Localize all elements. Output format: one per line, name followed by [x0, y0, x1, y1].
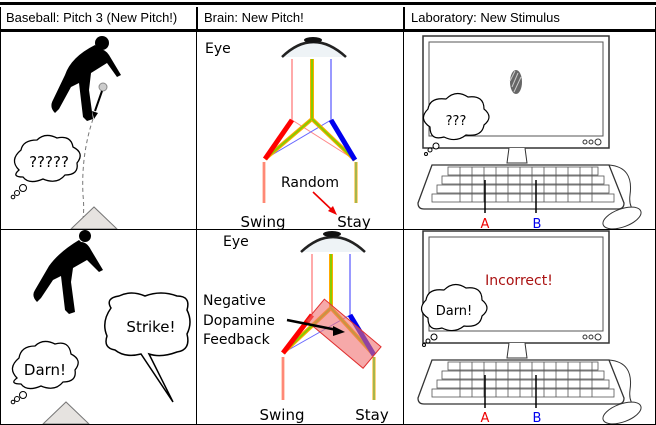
thought-text: Darn!: [24, 361, 66, 379]
baseball-icon: [98, 82, 108, 92]
eye-label: Eye: [205, 41, 231, 57]
keyboard-icon: [417, 359, 625, 405]
cell-baseball-strike: Darn! Strike!: [1, 230, 196, 424]
speech-text: Strike!: [126, 318, 175, 336]
pitch-arrowhead: [92, 111, 98, 119]
swing-pathway: [262, 118, 295, 161]
pitcher-silhouette-icon: [33, 230, 103, 314]
table-top-border: [0, 2, 656, 5]
random-arrowhead: [328, 206, 337, 215]
column-divider-1: [196, 7, 197, 425]
cell-lab-incorrect: Incorrect! A B: [404, 230, 655, 424]
column-divider-2: [403, 7, 404, 425]
thought-bubble: Darn!: [10, 340, 79, 405]
thought-bubble: Darn!: [420, 283, 488, 347]
feedback-label-line3: Feedback: [203, 332, 271, 348]
key-a-label: A: [481, 217, 490, 229]
header-baseball: Baseball: Pitch 3 (New Pitch!): [6, 10, 178, 25]
stay-label: Stay: [355, 406, 389, 424]
header-brain: Brain: New Pitch!: [197, 7, 404, 29]
thought-bubble: ?????: [10, 134, 81, 200]
random-arrow: [312, 191, 334, 212]
eye-icon: [300, 231, 366, 253]
cell-baseball-pitch: ?????: [1, 35, 196, 229]
pitcher-silhouette-icon: [51, 36, 121, 121]
feedback-label-line2: Dopamine: [203, 313, 275, 329]
home-plate-icon: [70, 206, 118, 229]
thought-bubble: ???: [422, 92, 490, 156]
feedback-label-line1: Negative: [203, 293, 266, 309]
stimulus-grating-icon: [509, 70, 522, 94]
header-divider: [0, 29, 656, 32]
key-a-label: A: [481, 411, 490, 424]
swing-label: Swing: [241, 213, 286, 229]
keyboard-icon: [417, 164, 625, 210]
header-laboratory: Laboratory: New Stimulus: [404, 7, 656, 29]
eye-icon: [281, 37, 347, 58]
stay-label: Stay: [337, 213, 371, 229]
home-plate-icon: [42, 401, 90, 424]
random-label: Random: [281, 175, 339, 191]
thought-text: Darn!: [436, 304, 473, 319]
cell-lab-stimulus: A B ???: [404, 35, 655, 229]
cell-brain-new-pitch: Eye: [197, 35, 403, 229]
mouse-icon: [602, 164, 642, 229]
cell-brain-feedback: Eye: [197, 230, 403, 424]
feedback-arrow: [286, 318, 338, 332]
table-border-left: [0, 7, 1, 425]
incorrect-feedback-text: Incorrect!: [485, 273, 553, 289]
pitch-arrow: [94, 90, 103, 112]
key-b-label: B: [533, 217, 542, 229]
dopamine-highlight: [305, 298, 382, 369]
feedback-arrowhead: [333, 326, 345, 336]
thought-text: ?????: [29, 153, 69, 171]
swing-label: Swing: [260, 406, 305, 424]
stay-pathway: [328, 118, 358, 162]
key-b-label: B: [533, 411, 542, 424]
speech-bubble: Strike!: [104, 292, 191, 403]
row-divider: [0, 229, 656, 230]
eye-label: Eye: [223, 234, 249, 250]
neural-pathways: [262, 59, 358, 203]
thought-text: ???: [446, 114, 467, 129]
mouse-icon: [602, 359, 642, 424]
